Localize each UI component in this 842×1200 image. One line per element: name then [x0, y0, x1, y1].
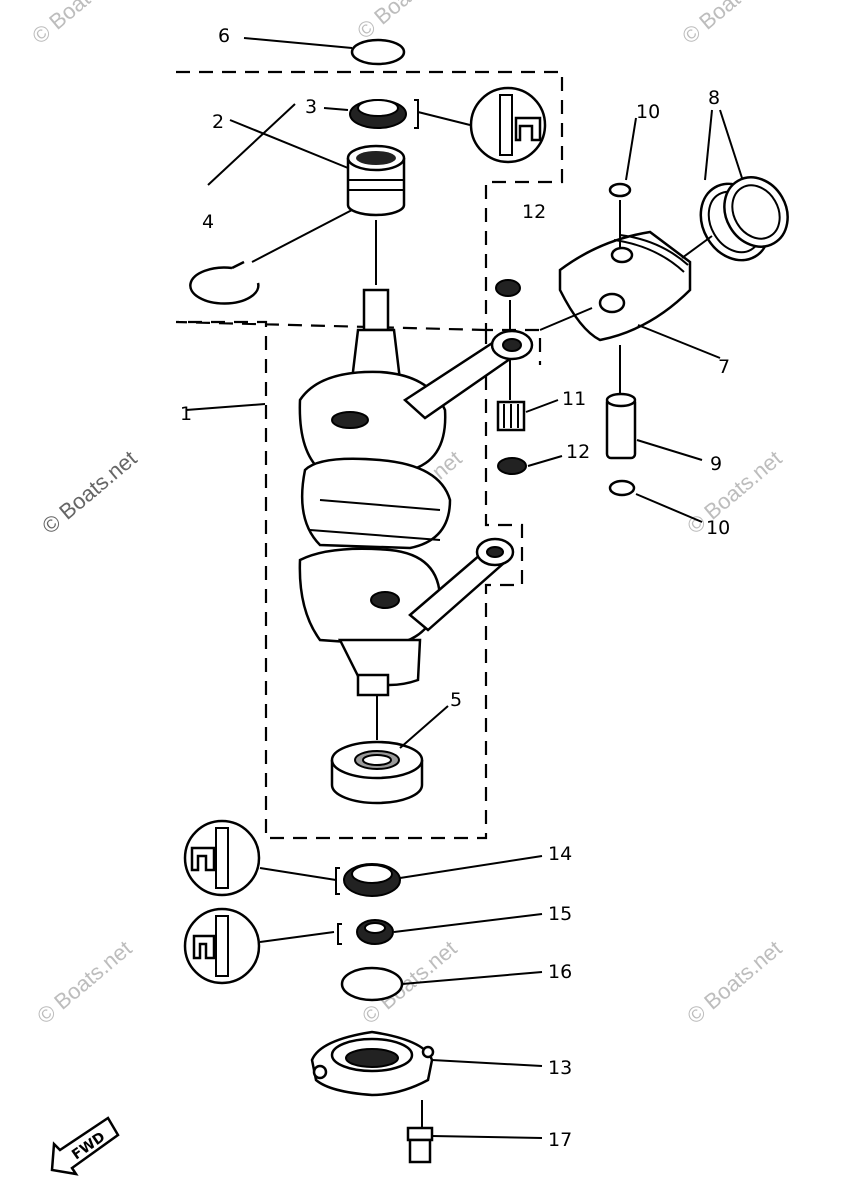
part-13-housing	[310, 1030, 435, 1097]
callout-4: 4	[202, 211, 214, 233]
callout-16: 16	[548, 961, 572, 983]
watermark: © Boats.net	[37, 446, 141, 539]
callout-1: 1	[180, 403, 192, 425]
callout-5: 5	[450, 689, 462, 711]
callout-15: 15	[548, 903, 572, 925]
callout-9: 9	[710, 453, 722, 475]
seal-type-inset-top	[414, 86, 547, 164]
callout-13: 13	[548, 1057, 572, 1079]
part-3-oil-seal	[349, 99, 407, 129]
callout-12-top: 12	[522, 201, 546, 223]
part-15-oil-seal	[356, 919, 394, 945]
part-4-circlip	[189, 260, 260, 305]
watermark: © Boats.net	[682, 936, 786, 1029]
part-5-bearing	[330, 740, 424, 805]
fwd-arrow-icon: FWD	[50, 1116, 120, 1176]
watermark: © Boats.net	[32, 936, 136, 1029]
callout-numbers: 6 3 2 4 1 10 8 12 7 11 12 9 10 5 14 15 1…	[180, 25, 730, 1151]
part-17-bolt	[406, 1100, 434, 1164]
callout-10-bottom: 10	[706, 517, 730, 539]
callout-3: 3	[305, 96, 317, 118]
callout-7: 7	[718, 356, 730, 378]
part-16-o-ring	[340, 966, 404, 1002]
callout-2: 2	[212, 111, 224, 133]
part-9-piston-pin	[605, 392, 637, 460]
watermark: © Boats.net	[27, 0, 131, 49]
part-2-bearing	[346, 144, 406, 217]
callout-14: 14	[548, 843, 572, 865]
part-1-crankshaft	[298, 288, 452, 697]
connecting-rods	[402, 329, 534, 632]
part-10-clip-bottom	[608, 479, 636, 497]
watermark: © Boats.net	[677, 0, 781, 49]
seal-type-inset-15	[183, 907, 342, 985]
part-10-clip-top	[608, 182, 632, 198]
part-7-piston	[558, 230, 692, 342]
callout-11: 11	[562, 388, 586, 410]
callout-8: 8	[708, 87, 720, 109]
watermark: © Boats.net	[352, 0, 456, 44]
part-8-piston-rings	[699, 176, 789, 262]
seal-type-inset-14	[183, 819, 340, 897]
callout-12-bottom: 12	[566, 441, 590, 463]
part-12-washer-top	[495, 279, 521, 297]
callout-6: 6	[218, 25, 230, 47]
callout-17: 17	[548, 1129, 572, 1151]
callout-10-top: 10	[636, 101, 660, 123]
part-6-o-ring	[350, 38, 406, 66]
assembly-outline	[175, 70, 564, 840]
part-14-oil-seal	[343, 863, 401, 897]
part-12-washer-bottom	[497, 457, 527, 475]
part-11-needle-bearing	[496, 400, 526, 432]
